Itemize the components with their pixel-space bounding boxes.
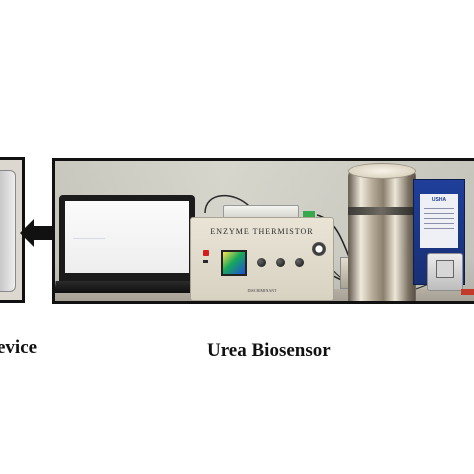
laptop-screen-text: ———————— — [73, 235, 105, 240]
enzyme-thermistor-unit: ENZYME THERMISTOR DISCRIMINANT — [190, 217, 334, 301]
gauge-dial — [312, 242, 326, 256]
control-knob — [276, 258, 285, 267]
urea-biosensor-caption: Urea Biosensor — [207, 340, 331, 361]
power-switch — [203, 250, 209, 256]
control-knob — [295, 258, 304, 267]
box-brand: USHA — [431, 197, 447, 203]
box-label: USHA — [420, 194, 458, 248]
label-line — [424, 213, 454, 214]
mobile-device-panel — [0, 157, 25, 303]
thermistor-brand: DISCRIMINANT — [247, 288, 277, 293]
thermistor-label: ENZYME THERMISTOR — [210, 227, 314, 236]
red-label — [461, 289, 474, 295]
label-line — [424, 223, 454, 224]
pump-window — [436, 260, 454, 278]
peristaltic-pump — [427, 253, 463, 291]
label-line — [424, 208, 454, 209]
laptop-screen: ———————— — [65, 201, 189, 273]
thermostatic-column — [348, 167, 416, 301]
urea-biosensor-photo: ———————— ENZYME THERMISTOR DISCRIMINANT … — [52, 158, 474, 304]
indicator-led — [203, 260, 208, 263]
column-ring — [348, 207, 414, 215]
control-knob — [257, 258, 266, 267]
label-line — [424, 218, 454, 219]
column-lid — [348, 163, 416, 179]
green-connector — [303, 211, 315, 218]
laptop: ———————— — [59, 195, 195, 283]
lcd-display — [221, 250, 247, 276]
smartphone-photo — [0, 170, 16, 292]
left-arrow-icon — [20, 219, 54, 247]
device-caption: evice — [0, 337, 38, 358]
label-line — [424, 228, 454, 229]
